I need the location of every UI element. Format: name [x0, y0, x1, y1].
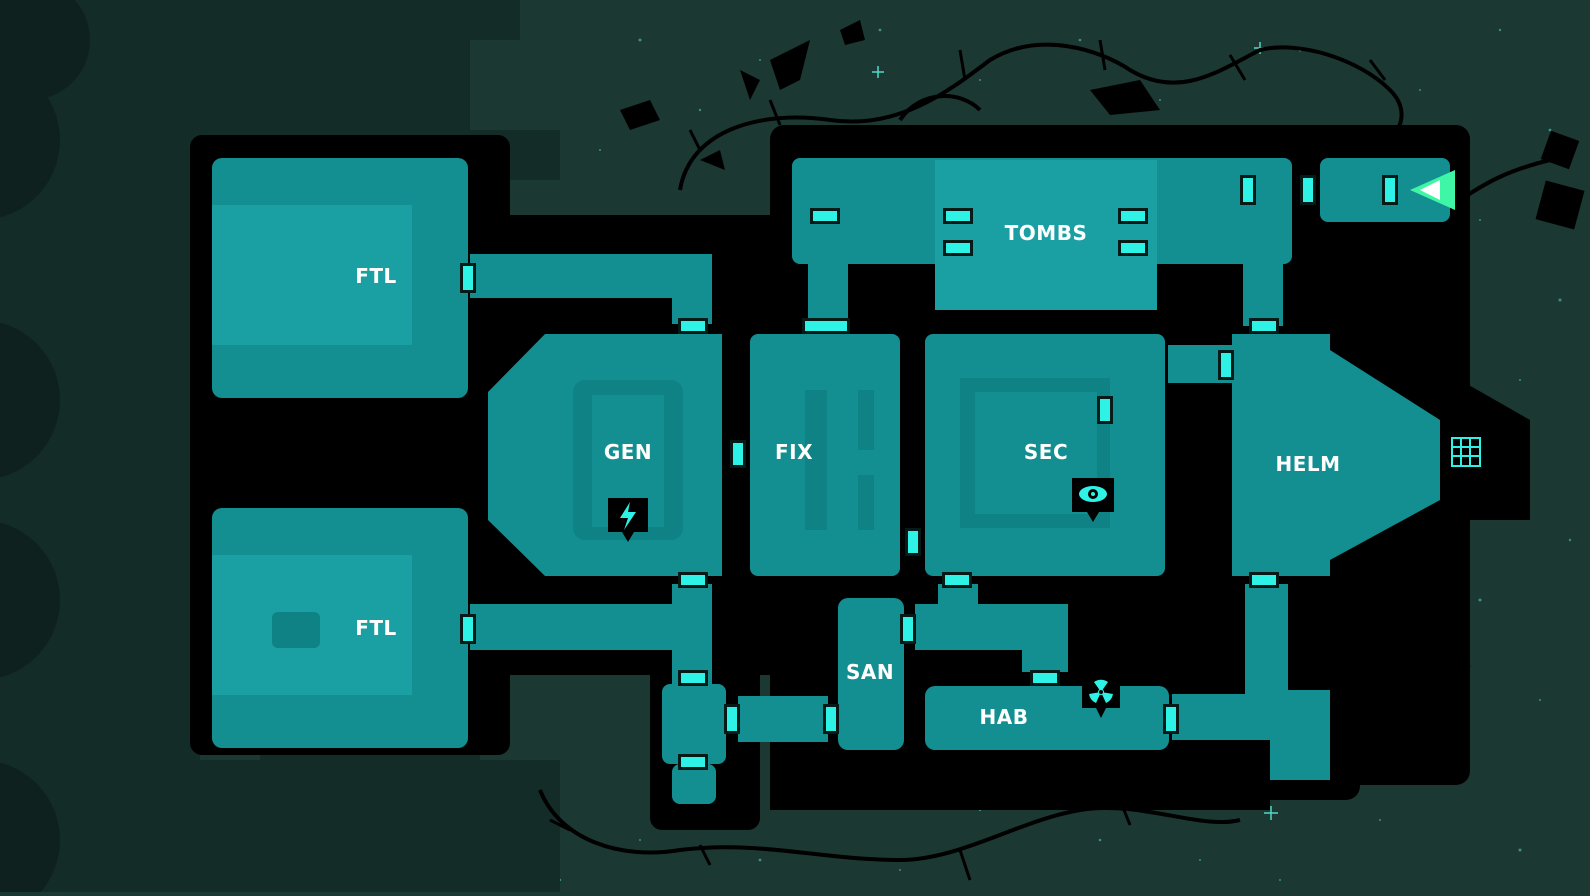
- lightning-icon[interactable]: [608, 498, 648, 542]
- room-san-label: SAN: [845, 660, 895, 684]
- door-hab-top[interactable]: [1030, 670, 1060, 686]
- door-fix-top[interactable]: [802, 318, 850, 334]
- room-tombs-label: TOMBS: [1004, 221, 1088, 245]
- door-tombs-right[interactable]: [1240, 175, 1256, 205]
- door-tombs-5[interactable]: [1118, 240, 1148, 256]
- door-hab-right[interactable]: [1163, 704, 1179, 734]
- wire-barbs: [549, 39, 1387, 881]
- door-helm-top[interactable]: [1249, 318, 1279, 334]
- room-ftl-top[interactable]: [212, 158, 468, 398]
- rooms: [212, 158, 1450, 804]
- room-fix[interactable]: [750, 334, 900, 576]
- room-gen-label: GEN: [603, 440, 653, 464]
- door-san-right[interactable]: [900, 614, 916, 644]
- room-ftl-bottom-label: FTL: [355, 616, 397, 640]
- door-gen-bottom[interactable]: [678, 572, 708, 588]
- grid-panel-icon[interactable]: [1448, 434, 1484, 480]
- door-san-left[interactable]: [823, 704, 839, 734]
- door-helm-left[interactable]: [1218, 350, 1234, 380]
- room-sec-label: SEC: [1023, 440, 1069, 464]
- door-lower-left-1[interactable]: [678, 670, 708, 686]
- door-tombs-1[interactable]: [810, 208, 840, 224]
- door-helm-bottom[interactable]: [1249, 572, 1279, 588]
- room-helm-shape: [1232, 334, 1440, 576]
- door-ftl-bottom[interactable]: [460, 614, 476, 644]
- door-tombs-4[interactable]: [1118, 208, 1148, 224]
- door-tombs-3[interactable]: [943, 240, 973, 256]
- door-bow-2[interactable]: [1382, 175, 1398, 205]
- room-ftl-bottom[interactable]: [212, 508, 468, 748]
- door-sec-inner[interactable]: [1097, 396, 1113, 424]
- ship-arrow-icon: [1400, 170, 1455, 210]
- room-ftl-top-label: FTL: [355, 264, 397, 288]
- barbed-wire: [538, 42, 1551, 863]
- room-san-shape: [838, 598, 904, 750]
- antenna-box: [1535, 130, 1585, 230]
- door-ftl-top[interactable]: [460, 263, 476, 293]
- door-gen-top[interactable]: [678, 318, 708, 334]
- room-hab[interactable]: [925, 686, 1169, 750]
- debris: [620, 20, 1160, 170]
- door-gen-fix[interactable]: [730, 440, 746, 468]
- radiation-icon[interactable]: [1082, 676, 1120, 718]
- door-lower-left-2[interactable]: [678, 754, 708, 770]
- ship-shadow-lobes: [0, 0, 90, 896]
- twinkle-stars: [872, 42, 1278, 820]
- door-sec-bottom[interactable]: [942, 572, 972, 588]
- door-fix-sec[interactable]: [905, 528, 921, 556]
- door-lower-left-3[interactable]: [724, 704, 740, 734]
- door-bow-1[interactable]: [1300, 175, 1316, 205]
- door-tombs-2[interactable]: [943, 208, 973, 224]
- room-helm-label: HELM: [1275, 452, 1341, 476]
- room-fix-label: FIX: [774, 440, 814, 464]
- room-hab-label: HAB: [979, 705, 1029, 729]
- eye-icon[interactable]: [1072, 478, 1114, 522]
